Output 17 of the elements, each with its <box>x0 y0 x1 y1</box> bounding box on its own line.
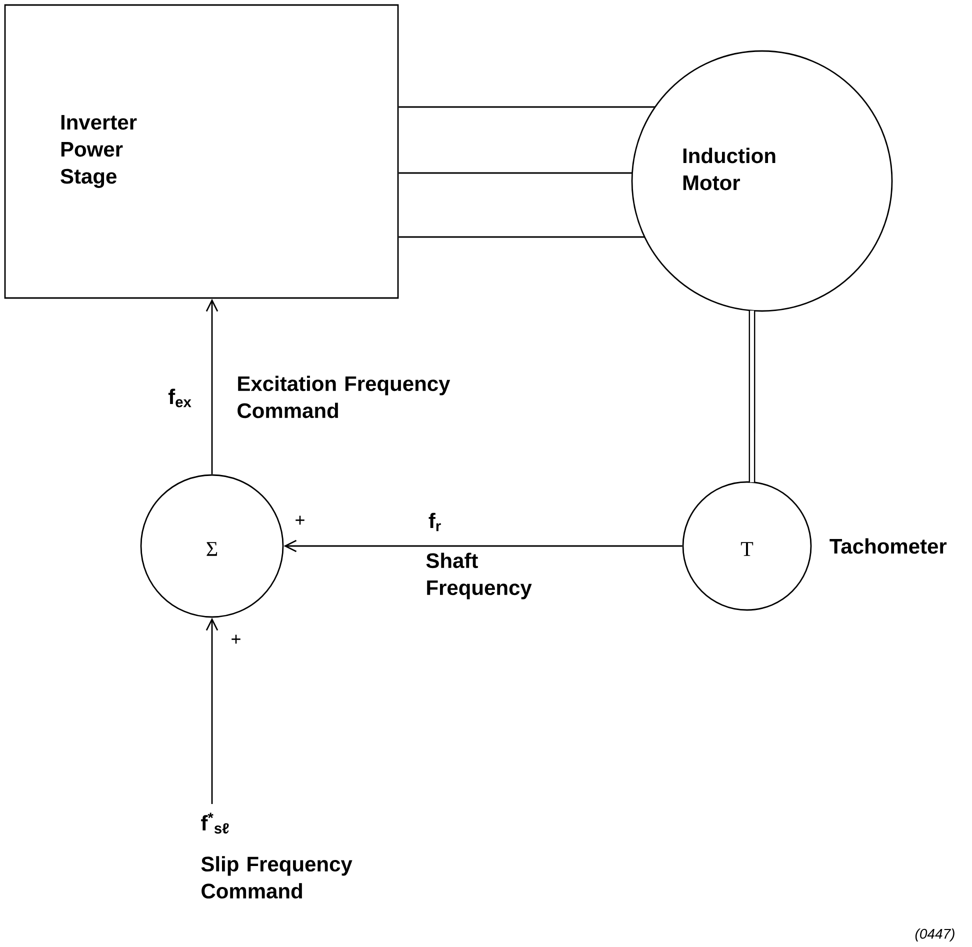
figure-number: (0447) <box>915 928 954 942</box>
connector-line <box>398 172 632 174</box>
arrow <box>206 298 218 474</box>
process-box: Inverter Power Stage <box>4 4 399 299</box>
signal-label: Excitation Frequency Command <box>238 376 450 418</box>
signal-label: Shaft Frequency <box>426 552 532 600</box>
summing-junction: Σ <box>140 474 284 618</box>
sign-label: + <box>232 634 240 644</box>
edge-label: f$_{r}$ <box>428 512 441 532</box>
node-caption: Tachometer <box>830 538 947 554</box>
shaft-line <box>748 310 756 482</box>
connector-line <box>398 236 645 238</box>
signal-text: f$^{*}$sℓ Slip Frequency Command <box>201 812 352 899</box>
arrow <box>284 540 682 552</box>
arrow <box>206 618 218 804</box>
edge-label: f$_{ex}$ <box>168 388 192 408</box>
connector-line <box>398 106 656 108</box>
